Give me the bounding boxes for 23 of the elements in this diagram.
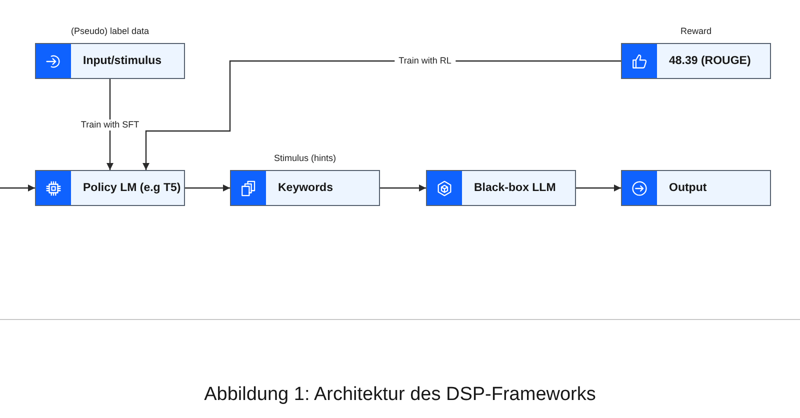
- arrow: [142, 60, 621, 170]
- heading-label: Stimulus (hints): [274, 153, 336, 163]
- step-label: 48.39 (ROUGE): [668, 55, 751, 67]
- step-label: Keywords: [277, 182, 333, 194]
- step-label: Black-box LLM: [473, 182, 556, 194]
- edge-label: Train with RL: [394, 56, 456, 66]
- process-box: [35, 170, 185, 206]
- heading-label: Reward: [680, 26, 712, 36]
- heading-label: (Pseudo) label data: [70, 26, 150, 36]
- arrow: [380, 184, 426, 192]
- arrow: [576, 184, 621, 192]
- arrow: [106, 79, 114, 170]
- process-box: [621, 43, 771, 79]
- process-box: [621, 170, 771, 206]
- step-label: Output: [668, 182, 707, 194]
- arrow: [185, 184, 230, 192]
- process-box: [35, 43, 185, 79]
- figure-caption: Abbildung 1: Architektur des DSP-Frameworks: [203, 383, 597, 407]
- step-label: Input/stimulus: [82, 55, 162, 67]
- step-label: Policy LM (e.g T5): [82, 182, 181, 194]
- arrow: [0, 184, 35, 192]
- process-box: [230, 170, 380, 206]
- process-box: [426, 170, 576, 206]
